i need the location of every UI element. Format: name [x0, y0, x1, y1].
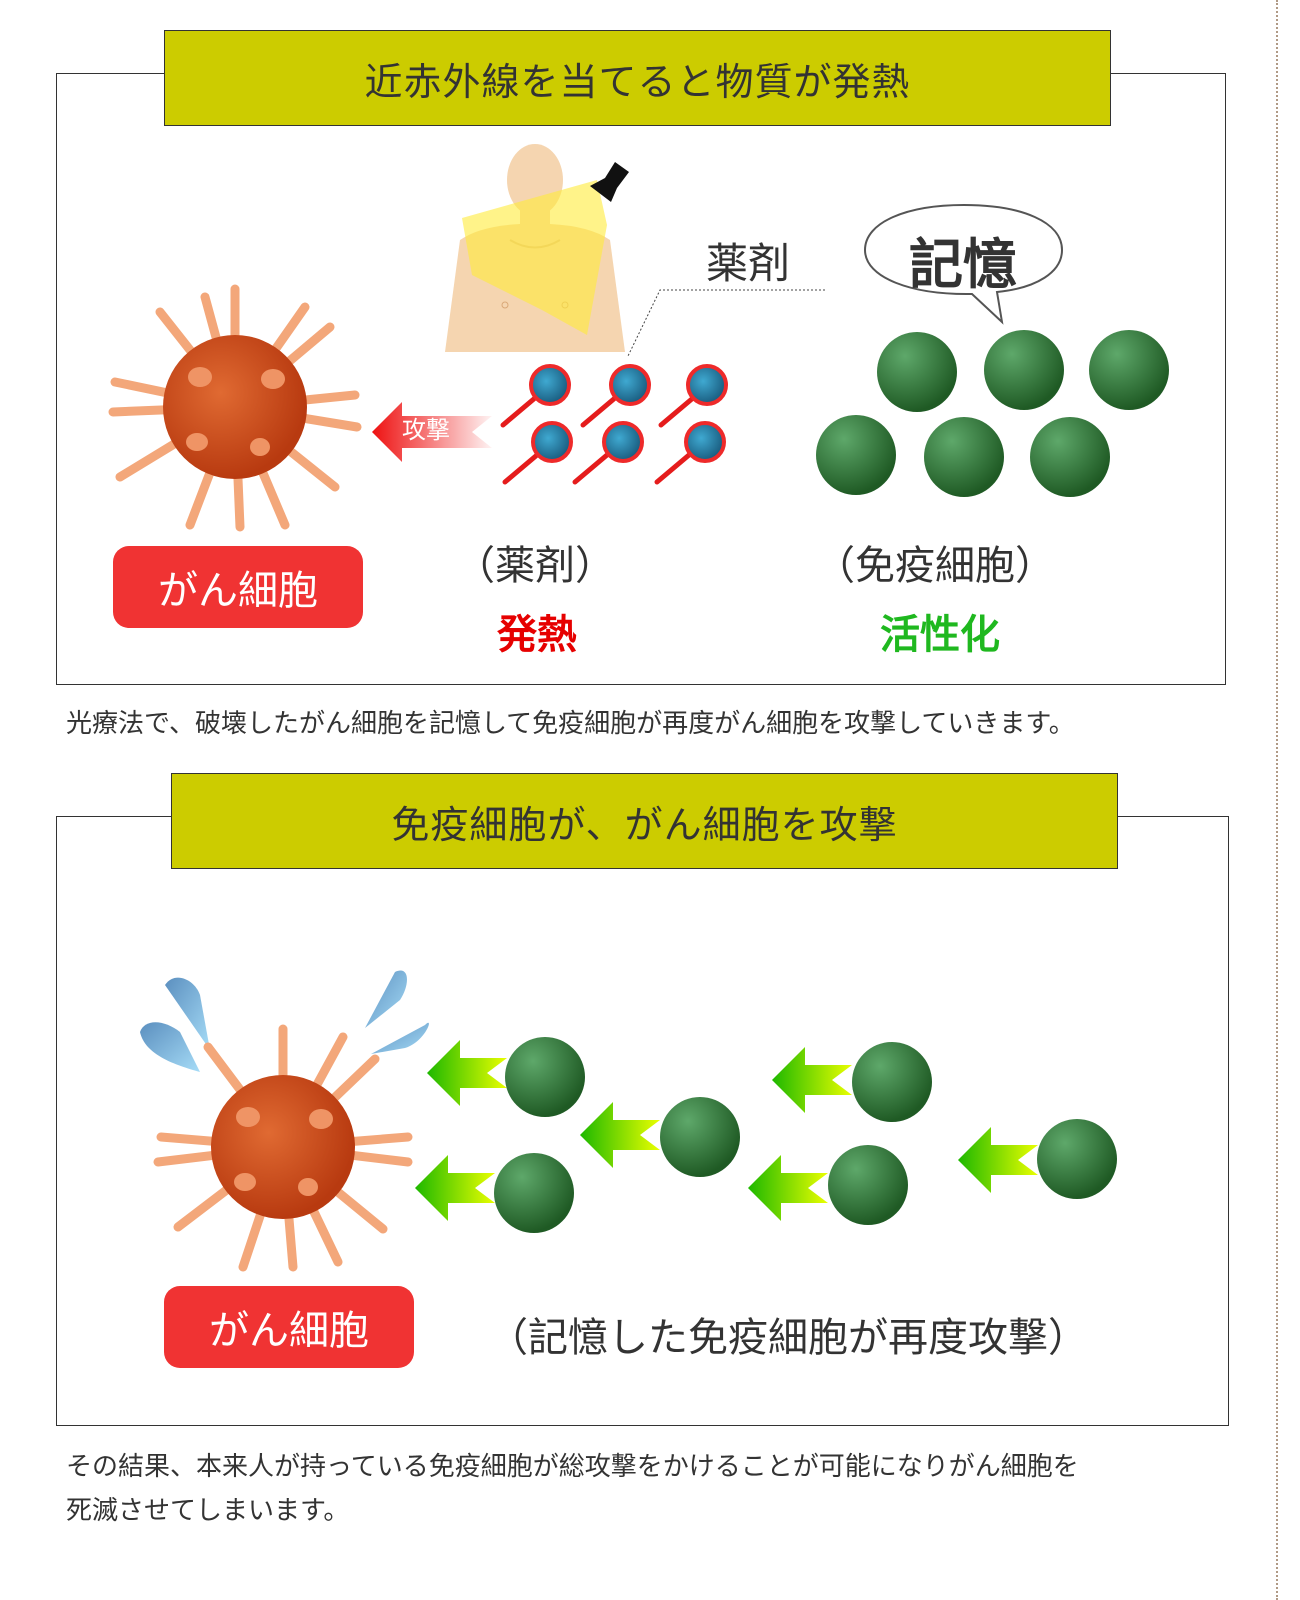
- attack-arrow-icon: [372, 402, 492, 462]
- drug-caption: （薬剤）: [455, 543, 615, 589]
- page-edge-divider: [1276, 0, 1278, 1600]
- activation-effect-label: 活性化: [880, 612, 1000, 658]
- heat-effect-label: 発熱: [497, 612, 577, 658]
- cancer-cell-label: がん細胞: [164, 1286, 414, 1368]
- paragraph-1: 光療法で、破壊したがん細胞を記憶して免疫細胞が再度がん細胞を攻撃していきます。: [66, 709, 1075, 739]
- immune-caption: （免疫細胞）: [815, 543, 1055, 589]
- light-beam-icon: [462, 180, 607, 335]
- cancer-cell-label: がん細胞: [113, 546, 363, 628]
- cancer-cell-icon: [153, 1024, 413, 1272]
- paragraph-2-line1: その結果、本来人が持っている免疫細胞が総攻撃をかけることが可能になりがん細胞を: [66, 1452, 1079, 1482]
- immune-cells-attacking-icon: [415, 1037, 1117, 1233]
- memory-bubble-text: 記憶: [909, 233, 1017, 296]
- speech-bubble-icon: [863, 203, 1064, 325]
- attack-label: 攻撃: [402, 416, 450, 444]
- cancer-cell-icon: [108, 284, 362, 532]
- flashlight-icon: [590, 162, 629, 202]
- section1-title: 近赤外線を当てると物質が発熱: [164, 30, 1111, 126]
- drug-label: 薬剤: [706, 239, 791, 288]
- section2-title: 免疫細胞が、がん細胞を攻撃: [171, 773, 1118, 869]
- section2-caption: （記憶した免疫細胞が再度攻撃）: [488, 1315, 1088, 1361]
- paragraph-2-line2: 死滅させてしまいます。: [66, 1496, 350, 1526]
- drug-particles-icon: [500, 364, 728, 485]
- sweat-drops-icon: [140, 970, 429, 1072]
- immune-cells-icon: [816, 330, 1169, 497]
- leader-line: [627, 289, 825, 357]
